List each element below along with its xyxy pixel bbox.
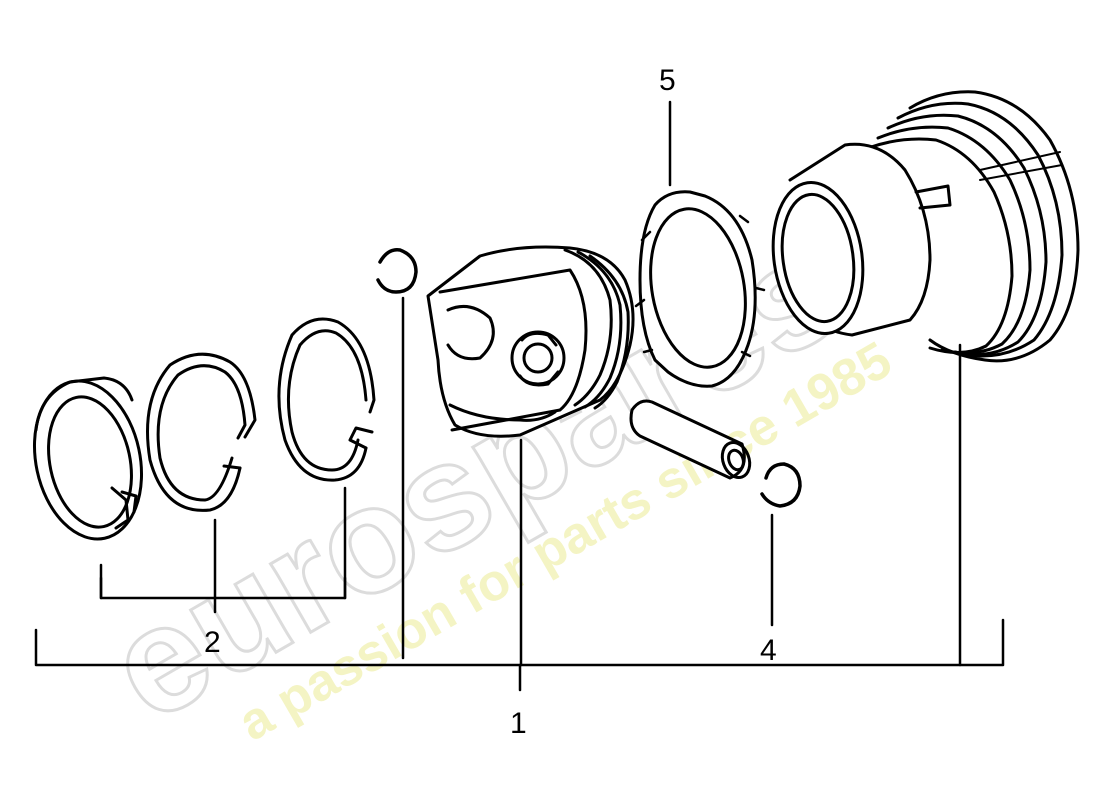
piston-ring-2 (146, 352, 257, 512)
circlip-lower (760, 462, 802, 508)
cylinder-barrel (771, 90, 1080, 363)
callout-labels: 5 2 4 1 (204, 64, 777, 740)
piston-ring-3 (277, 317, 376, 482)
callout-1: 1 (510, 707, 527, 740)
piston-ring-1 (32, 376, 144, 541)
cylinder-gasket (634, 190, 766, 388)
circlip-upper (376, 248, 418, 294)
wrist-pin (629, 399, 752, 480)
callout-2: 2 (204, 626, 221, 659)
piston (426, 245, 635, 438)
callout-5: 5 (659, 64, 676, 97)
callout-4: 4 (760, 634, 777, 667)
leader-lines (34, 100, 1005, 692)
